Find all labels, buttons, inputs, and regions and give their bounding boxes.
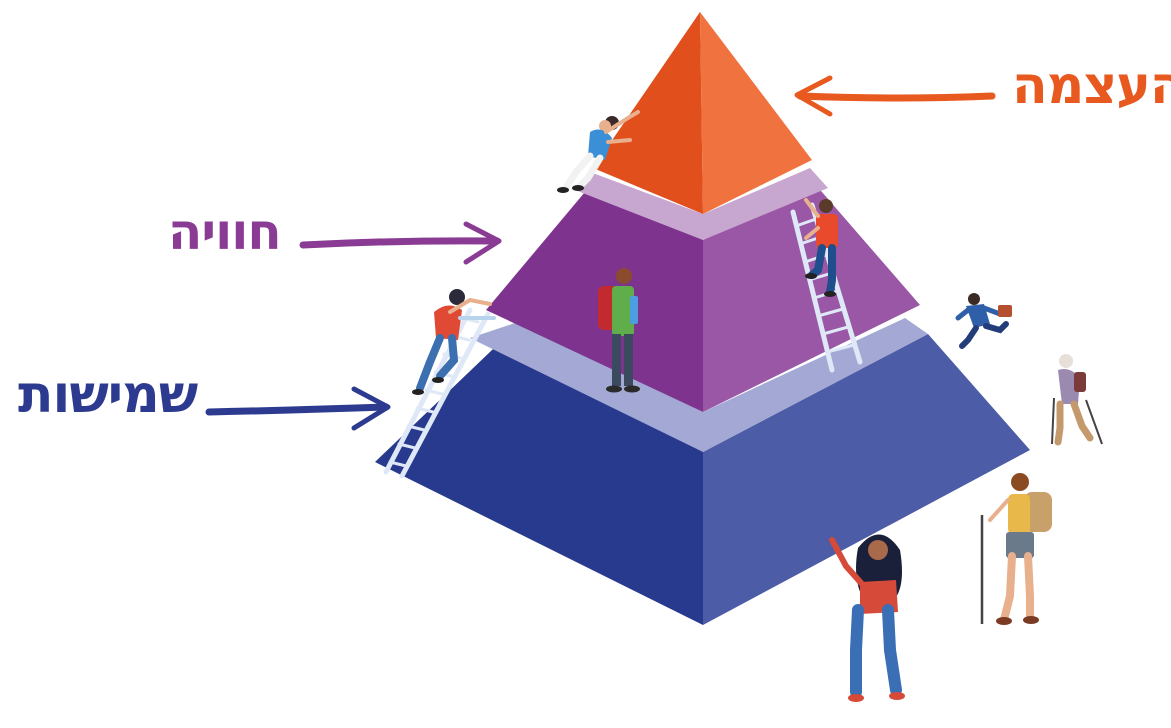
base-ledge-left — [470, 323, 703, 452]
middle-left-face — [486, 186, 703, 412]
climber-top-icon — [557, 110, 640, 193]
runner-businessman-icon — [955, 293, 1012, 349]
label-base-level: שמישות — [18, 365, 198, 425]
pyramid-middle-tier — [486, 168, 920, 412]
ladder-right-rail-a — [790, 209, 835, 373]
climber-ladder-right-icon — [804, 198, 838, 297]
woman-pointing-icon — [829, 534, 905, 702]
climber-ladder-left-icon — [412, 289, 496, 395]
base-ledge-right — [703, 318, 928, 452]
pyramid-top-tier — [593, 12, 812, 214]
arrow-top-icon — [794, 75, 996, 117]
pyramid-base-tier — [375, 318, 1030, 625]
label-middle-level: חוויה — [168, 203, 282, 261]
arrow-middle-icon — [299, 221, 502, 265]
label-top-level: העצמה — [1012, 56, 1171, 116]
middle-ledge-right — [703, 168, 828, 240]
hiker-middle-icon — [598, 268, 640, 393]
base-right-face — [703, 334, 1030, 625]
top-right-face — [700, 12, 812, 214]
hiker-backpack-icon — [980, 473, 1052, 625]
elderly-walker-icon — [1051, 354, 1103, 446]
middle-ledge-left — [575, 172, 703, 240]
top-left-face — [593, 12, 703, 214]
ladder-left-rail-b — [399, 311, 491, 479]
middle-right-face — [703, 184, 920, 412]
arrow-base-icon — [205, 386, 391, 431]
